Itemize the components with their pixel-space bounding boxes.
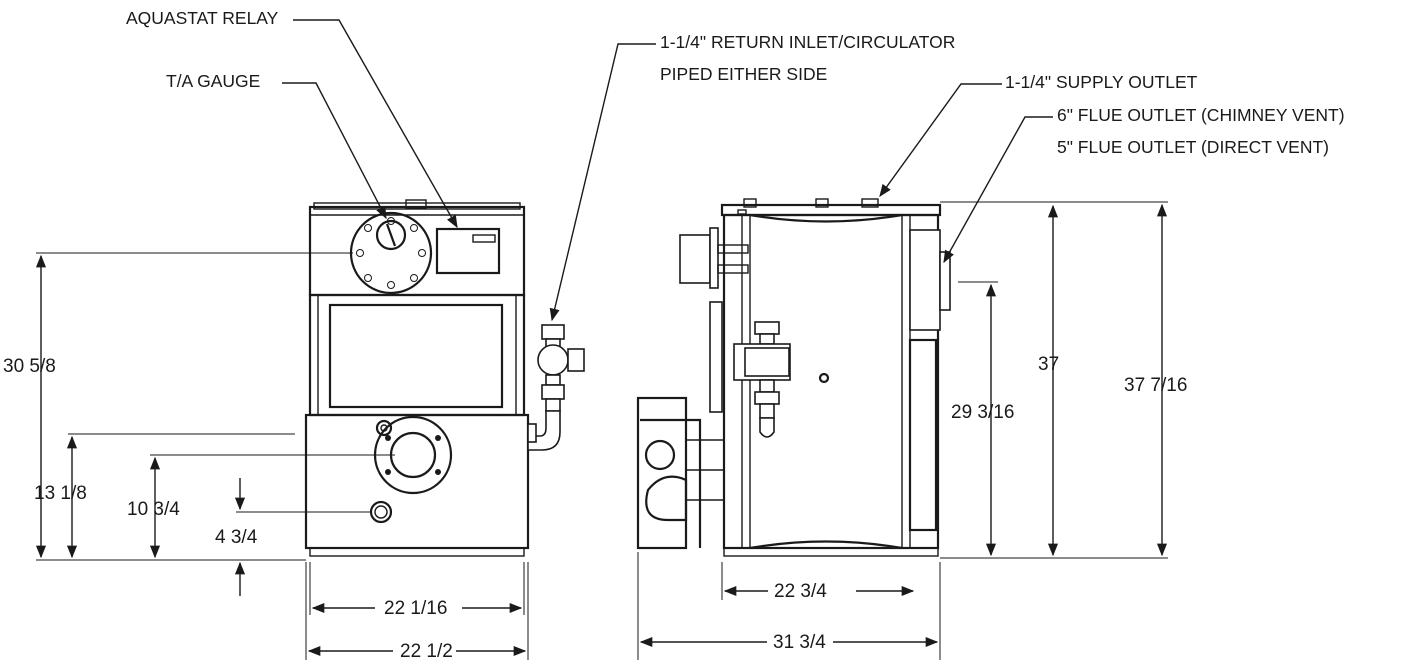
front-upper-cabinet [308, 205, 526, 297]
side-view [636, 198, 951, 557]
dim-10-3-4: 10 3/4 [127, 499, 180, 520]
dim-29-3-16: 29 3/16 [951, 402, 1014, 423]
dim-31-3-4: 31 3/4 [773, 632, 826, 653]
front-middle-panel [308, 293, 526, 417]
dim-37-7-16: 37 7/16 [1124, 375, 1187, 396]
dim-4-3-4: 4 3/4 [215, 527, 258, 548]
flue-direct-label: 5" FLUE OUTLET (DIRECT VENT) [1057, 137, 1329, 157]
aquastat-relay-label: AQUASTAT RELAY [126, 8, 279, 28]
front-lower-panel [304, 413, 530, 550]
side-body [722, 213, 940, 550]
supply-outlet-label: 1-1/4" SUPPLY OUTLET [1005, 72, 1198, 92]
dim-22-3-4: 22 3/4 [774, 581, 827, 602]
callout-labels: AQUASTAT RELAY T/A GAUGE 1-1/4" RETURN I… [126, 8, 1345, 157]
circulator-icon [527, 324, 585, 451]
blower-icon [679, 227, 749, 413]
drain-port-icon [369, 500, 393, 524]
dim-37: 37 [1038, 354, 1059, 375]
return-inlet-label-line1: 1-1/4" RETURN INLET/CIRCULATOR [660, 32, 955, 52]
ta-gauge-label: T/A GAUGE [166, 71, 260, 91]
burner-housing-icon [636, 396, 724, 550]
return-inlet-label-line2: PIPED EITHER SIDE [660, 64, 827, 84]
side-circulator-icon [733, 321, 791, 438]
dim-30-5-8: 30 5/8 [3, 356, 56, 377]
flue-outlet-icon [909, 229, 951, 331]
side-dimensions [637, 201, 1168, 660]
flue-chimney-label: 6" FLUE OUTLET (CHIMNEY VENT) [1057, 105, 1345, 125]
front-dimensions [35, 252, 529, 660]
ta-gauge-icon [349, 211, 433, 295]
callout-leaders [282, 19, 1053, 322]
dim-22-1-16: 22 1/16 [384, 598, 447, 619]
dimension-labels: 30 5/8 13 1/8 10 3/4 4 3/4 22 1/16 22 1/… [3, 354, 1187, 662]
dim-13-1-8: 13 1/8 [34, 483, 87, 504]
aquastat-relay-box [435, 227, 501, 275]
dim-22-1-2: 22 1/2 [400, 641, 453, 662]
